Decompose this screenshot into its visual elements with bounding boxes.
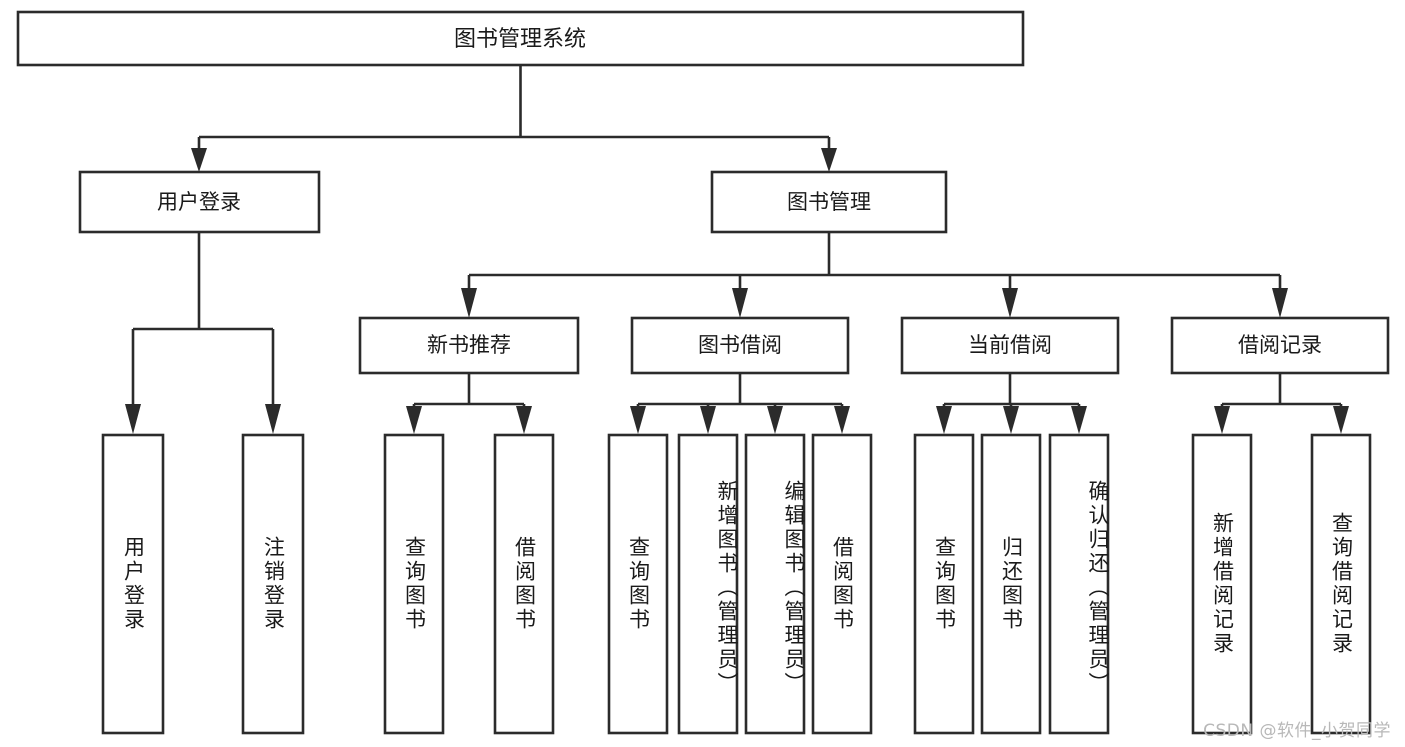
watermark-text: CSDN @软件_小贺同学: [1203, 721, 1391, 741]
arrow-borrowbook-leaf-4-icon: [834, 406, 850, 434]
connector-group-book-manage: [461, 232, 1288, 318]
node-leaf-new-book-2-label: 借阅图书: [512, 536, 537, 632]
arrow-newbook-leaf-1-icon: [406, 406, 422, 434]
node-leaf-borrow-book-4-label: 借阅图书: [830, 536, 855, 632]
arrow-borrowbook-leaf-1-icon: [630, 406, 646, 434]
connector-group-user-login: [125, 232, 281, 434]
node-leaf-borrow-record-2-box[interactable]: [1310, 433, 1372, 735]
connector-group-borrow-record: [1214, 373, 1349, 434]
node-leaf-borrow-book-3-label: 编辑图书（管理员）: [782, 480, 806, 696]
arrow-currentborrow-leaf-2-icon: [1003, 406, 1019, 434]
node-borrow-record-box[interactable]: [1170, 316, 1390, 375]
arrow-borrowrecord-leaf-2-icon: [1333, 406, 1349, 434]
node-leaf-current-borrow-3-label: 确认归还（管理员）: [1086, 480, 1110, 696]
arrow-root-to-user-icon: [191, 148, 207, 172]
node-leaf-borrow-record-1-label: 新增借阅记录: [1210, 512, 1235, 656]
connector-group-current-borrow: [936, 373, 1087, 434]
node-current-borrow-label: 当前借阅: [968, 333, 1052, 357]
arrow-borrowrecord-leaf-1-icon: [1214, 406, 1230, 434]
node-leaf-borrow-record-1-box[interactable]: [1191, 433, 1253, 735]
node-user-login-box[interactable]: [78, 170, 321, 234]
node-borrow-book-box[interactable]: [630, 316, 850, 375]
node-leaf-new-book-1-label: 查询图书: [402, 536, 427, 632]
node-leaf-current-borrow-2-box[interactable]: [980, 433, 1042, 735]
node-leaf-user-login-2-box[interactable]: [241, 433, 305, 735]
node-leaf-current-borrow-3-box[interactable]: [1048, 433, 1110, 735]
node-user-login-label: 用户登录: [157, 190, 241, 214]
connector-group-new-book: [406, 373, 532, 434]
arrow-user-leaf-1-icon: [125, 404, 141, 434]
node-borrow-record-label: 借阅记录: [1238, 333, 1322, 357]
node-current-borrow-box[interactable]: [900, 316, 1120, 375]
connector-group-borrow-book: [630, 373, 850, 434]
node-new-book-box[interactable]: [358, 316, 580, 375]
node-leaf-borrow-book-1-box[interactable]: [607, 433, 669, 735]
node-leaf-borrow-book-4-box[interactable]: [811, 433, 873, 735]
node-leaf-borrow-book-2-label: 新增图书（管理员）: [715, 480, 739, 696]
node-leaf-current-borrow-1-box[interactable]: [913, 433, 975, 735]
node-leaf-borrow-book-3-box[interactable]: [744, 433, 806, 735]
node-new-book-label: 新书推荐: [427, 333, 511, 357]
arrow-borrowbook-leaf-2-icon: [700, 406, 716, 434]
node-leaf-borrow-book-2-box[interactable]: [677, 433, 739, 735]
node-leaf-user-login-1-box[interactable]: [101, 433, 165, 735]
node-leaf-new-book-2-box[interactable]: [493, 433, 555, 735]
arrow-book-child-3-icon: [1002, 288, 1018, 318]
arrow-book-child-2-icon: [732, 288, 748, 318]
node-leaf-user-login-1-label: 用户登录: [121, 536, 146, 632]
node-book-manage-label: 图书管理: [787, 190, 871, 214]
node-book-manage-box[interactable]: [710, 170, 948, 234]
node-leaf-borrow-book-1-label: 查询图书: [626, 536, 651, 632]
node-root-label: 图书管理系统: [454, 27, 586, 52]
node-leaf-current-borrow-2-label: 归还图书: [999, 536, 1024, 632]
connector-group-root: [191, 65, 837, 172]
arrow-book-child-1-icon: [461, 288, 477, 318]
arrow-currentborrow-leaf-3-icon: [1071, 406, 1087, 434]
node-leaf-new-book-1-box[interactable]: [383, 433, 445, 735]
arrow-currentborrow-leaf-1-icon: [936, 406, 952, 434]
arrow-book-child-4-icon: [1272, 288, 1288, 318]
node-borrow-book-label: 图书借阅: [698, 333, 782, 357]
arrow-root-to-book-icon: [821, 148, 837, 172]
arrow-newbook-leaf-2-icon: [516, 406, 532, 434]
node-leaf-borrow-record-2-label: 查询借阅记录: [1329, 512, 1354, 656]
node-leaf-user-login-2-label: 注销登录: [261, 536, 286, 632]
node-leaf-current-borrow-1-label: 查询图书: [932, 536, 957, 632]
node-root-box[interactable]: [16, 10, 1025, 67]
arrow-user-leaf-2-icon: [265, 404, 281, 434]
arrow-borrowbook-leaf-3-icon: [767, 406, 783, 434]
